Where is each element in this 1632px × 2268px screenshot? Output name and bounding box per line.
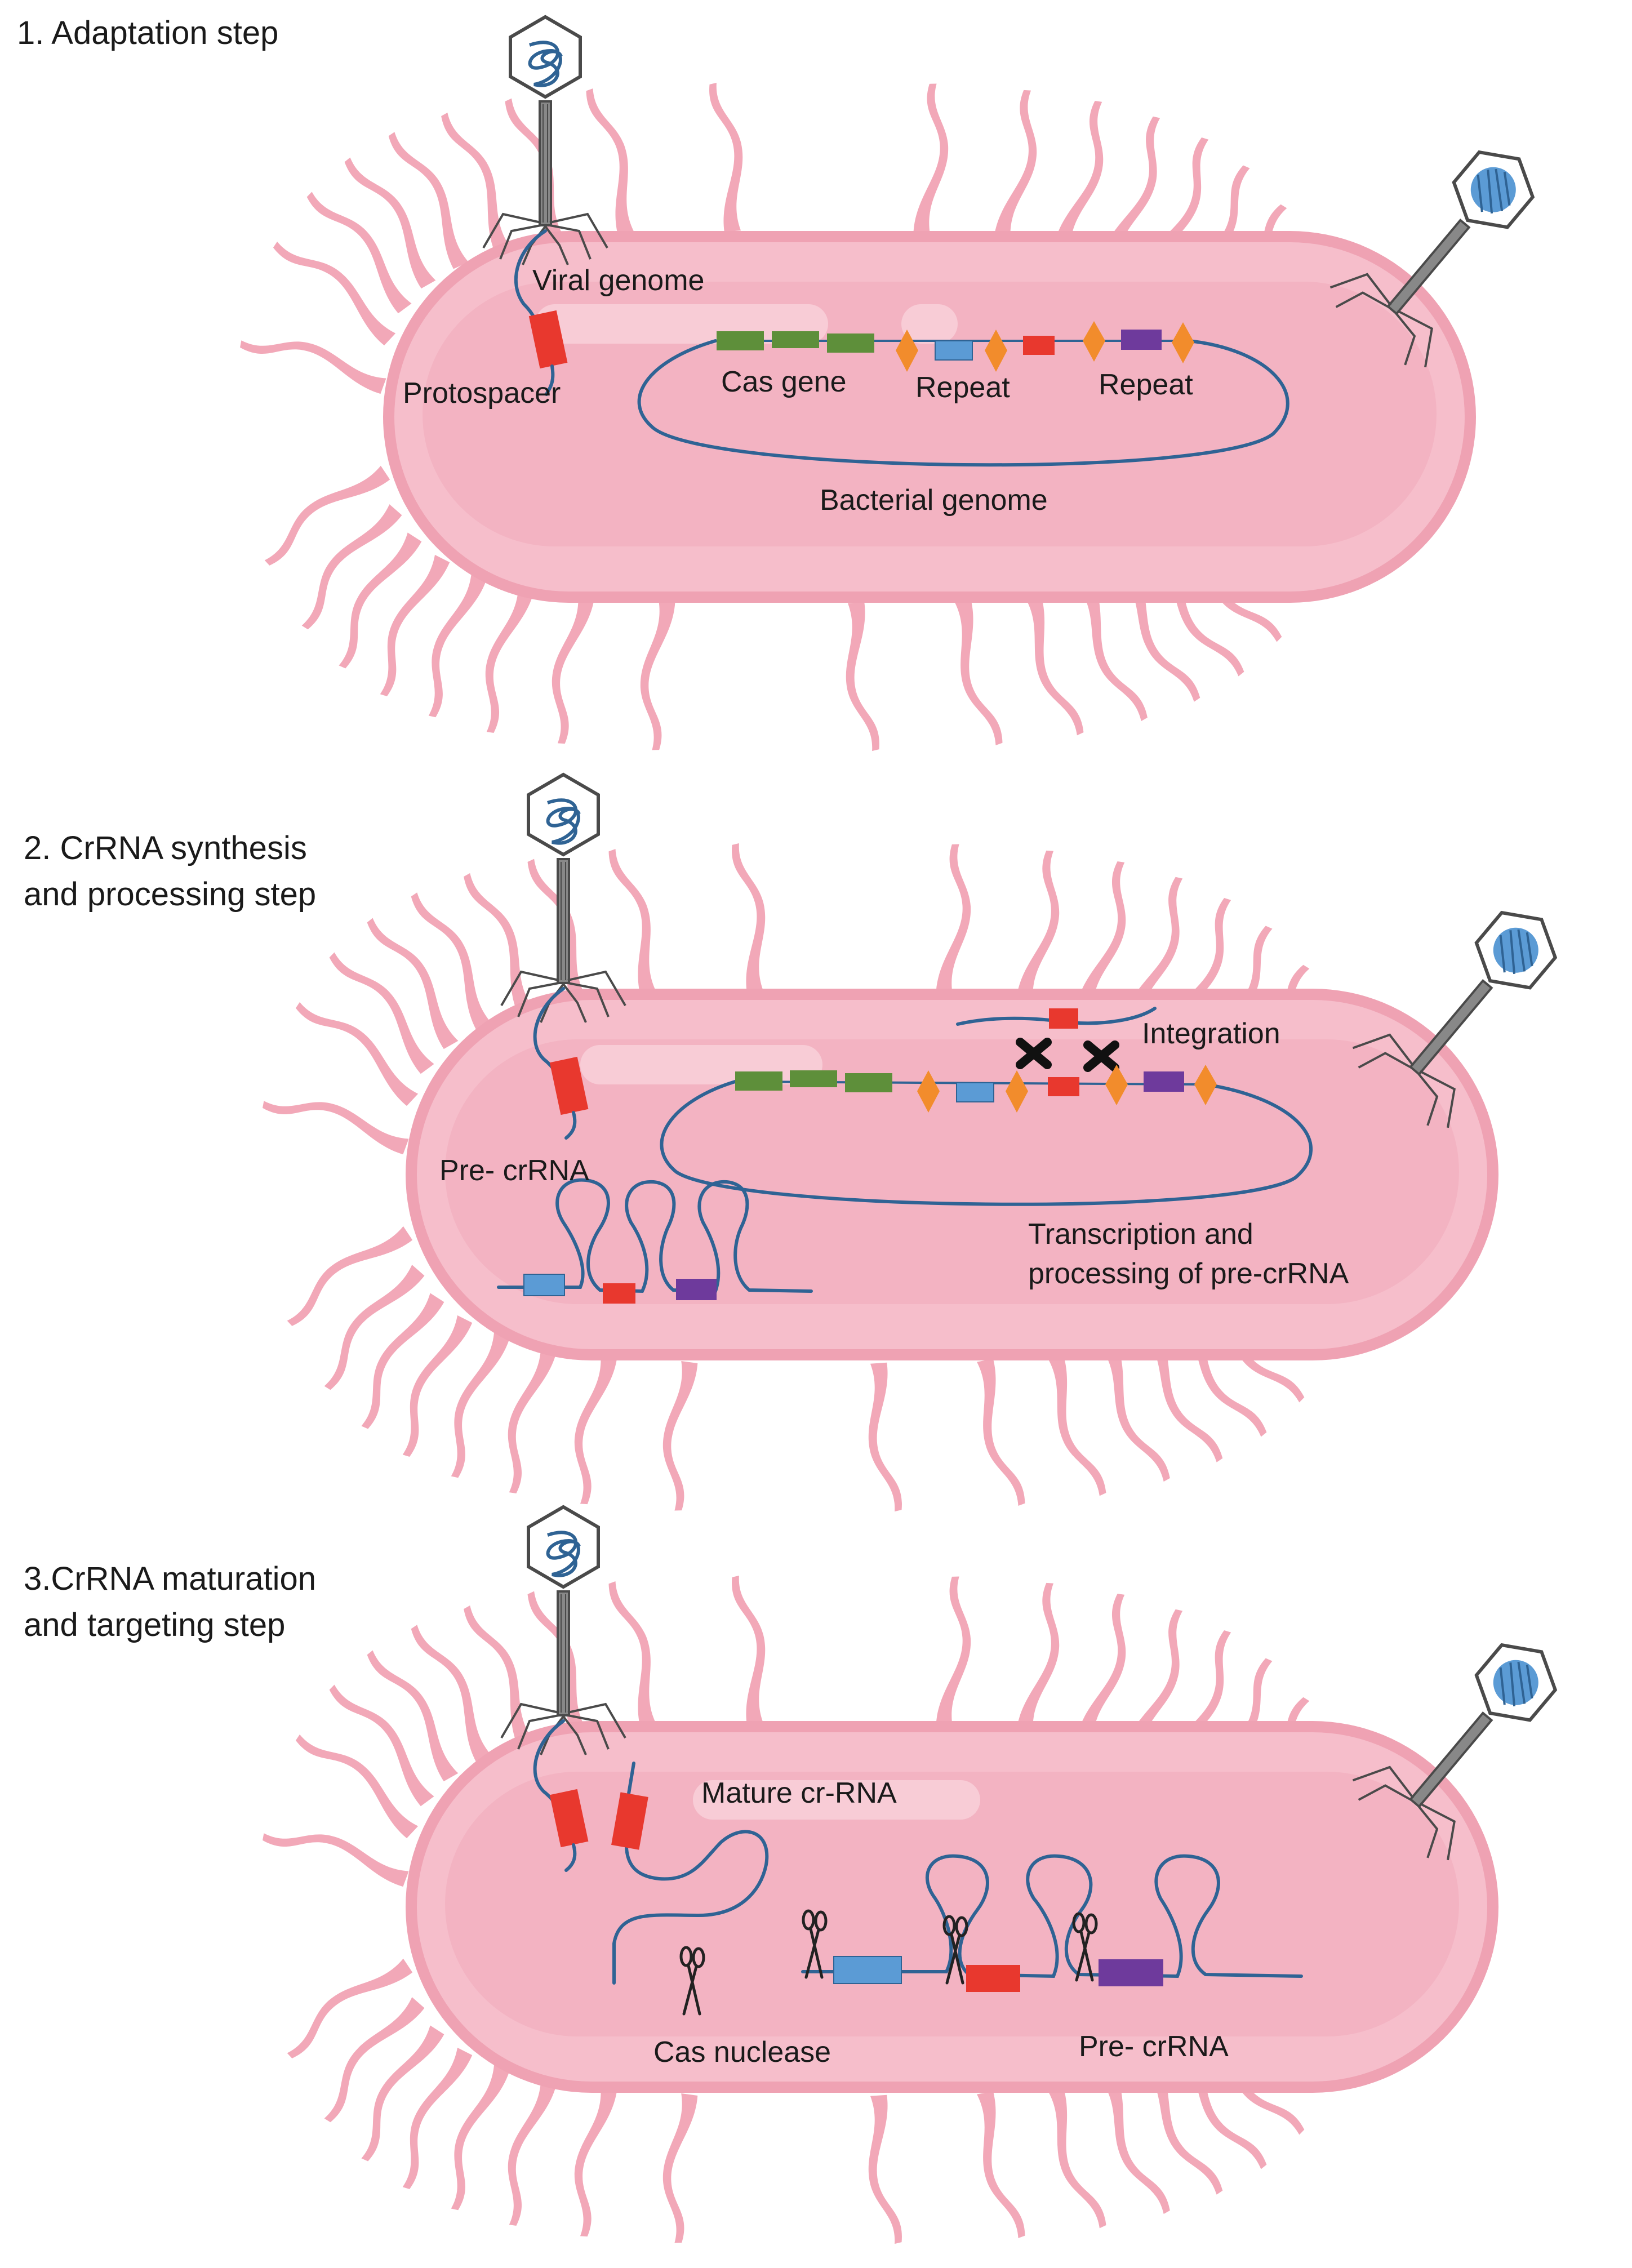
step-1-panel: 1. Adaptation step [17,15,1567,753]
spacer-blue [935,340,973,361]
pilus [261,1813,411,1892]
cas-gene-block [827,333,874,353]
spacer-red [1023,336,1055,355]
pilus [305,179,417,317]
pilus [863,1362,902,1513]
pilus [841,602,880,753]
step-2-title: 2. CrRNA synthesis and processing step [24,830,316,913]
pilus [1039,1350,1108,1502]
pilus [384,1312,477,1458]
step-2-protospacer [549,1056,589,1115]
integration-label: Integration [1142,1017,1280,1050]
mature-crrna-strand [612,1762,769,1985]
pilus [466,583,540,735]
pilus [261,1081,411,1160]
pre-crrna-label-3: Pre- crRNA [1079,2030,1229,2063]
cas-gene-block [772,331,819,348]
step-2-pre-crrna-strand [497,1178,813,1293]
pilus [970,2090,1026,2242]
pilus [731,1574,771,1725]
pilus [294,986,423,1110]
pilus [559,1354,622,1506]
pilus [1039,2082,1108,2234]
pilus [970,1358,1026,1510]
pilus [989,88,1052,241]
step-2-panel: 2. CrRNA synthesis and processing step [24,775,1589,1513]
mature-crrna-label: Mature cr-RNA [701,1777,897,1809]
repeat-diamond [896,330,918,372]
transcription-label: Transcription and processing of pre-crRN… [1028,1218,1349,1290]
step-2-bacterial-genome-loop [660,1080,1313,1206]
pilus [1017,589,1085,741]
pilus [489,1344,562,1495]
pre-crrna-label: Pre- crRNA [439,1154,589,1187]
pilus [1071,860,1145,1011]
pilus [537,593,600,745]
bacterial-genome-label: Bacterial genome [820,484,1048,517]
viral-genome-label: Viral genome [532,264,704,297]
pilus [489,2076,562,2227]
cas-gene-label: Cas gene [721,366,847,398]
x-mark-icon [1016,1038,1052,1069]
pilus [947,597,1004,749]
pilus [863,2094,902,2245]
step-3-pre-crrna-strand [801,1854,1303,1978]
pilus [709,81,748,232]
pilus [631,599,681,751]
pilus [607,845,664,997]
pilus [1049,99,1122,251]
repeat-diamond [985,330,1007,372]
repeat-label-1: Repeat [915,371,1010,404]
pilus [275,1953,416,2060]
pilus [731,842,771,993]
pilus [328,1672,440,1809]
pilus [931,1575,980,1727]
pilus [653,1360,703,1512]
pilus [585,85,642,237]
pilus [559,2086,622,2238]
protospacer-label: Protospacer [403,377,561,410]
cas-nuclease-label: Cas nuclease [653,2036,831,2069]
repeat-label-2: Repeat [1099,368,1193,401]
pilus [238,321,389,399]
pilus [294,1719,423,1843]
pilus [607,1577,664,1729]
mature-crrna-spacer [611,1792,648,1850]
pilus [931,843,980,995]
pilus [1011,849,1074,1001]
step-1-protospacer [528,310,568,369]
pilus [275,1220,416,1328]
step-3-panel: 3.CrRNA maturation and targeting step [24,1507,1589,2245]
spacer-purple [1121,330,1162,350]
step-1-title: 1. Adaptation step [17,15,278,51]
pilus [908,82,958,234]
repeat-diamond [1172,322,1194,363]
step-3-protospacer [549,1789,589,1848]
pilus [361,552,455,698]
step-1-crispr-array [715,321,1194,372]
x-mark-icon [1083,1040,1119,1072]
pilus [328,940,440,1077]
step-2-crispr-array [735,1065,1217,1113]
step-3-title: 3.CrRNA maturation and targeting step [24,1560,325,1643]
pilus [653,2092,703,2244]
pilus [1071,1592,1145,1744]
step-1-phage-left [483,17,607,265]
pilus [272,226,401,350]
step-3-bacterial-cell [406,1721,1498,2093]
step-1-bacterial-genome-loop [637,339,1289,467]
pilus [1011,1581,1074,1733]
cas-gene-block [717,331,764,350]
repeat-diamond [1083,321,1105,362]
pilus [384,2044,477,2191]
integration-spacer [1049,1008,1078,1029]
pilus [252,460,393,567]
